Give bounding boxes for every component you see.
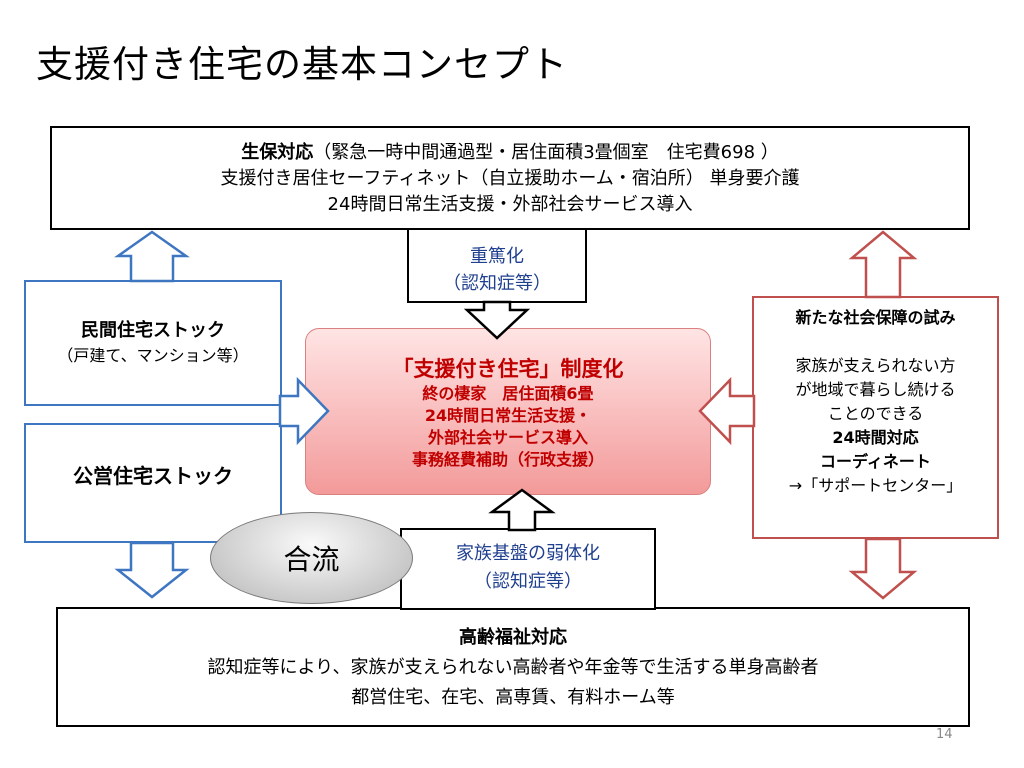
merge-label: 合流 — [283, 543, 340, 576]
top-box-line-1-rest: （緊急一時中間通過型・居住面積3畳個室 住宅費698 ） — [313, 142, 779, 163]
blue-up-arrow — [114, 230, 190, 283]
central-line-3: 外部社会サービス導入 — [427, 428, 588, 447]
red-down-arrow — [848, 537, 918, 600]
right-box-spacer — [754, 330, 997, 354]
aggravation-sub: （認知症等） — [443, 273, 551, 294]
supported-housing-system-box: 「支援付き住宅」制度化 終の棲家 居住面積6畳 24時間日常生活支援・ 外部社会… — [305, 328, 711, 495]
black-up-arrow — [488, 488, 556, 532]
private-housing-sub: （戸建て、マンション等） — [57, 346, 249, 365]
family-weakening-box: 家族基盤の弱体化 （認知症等） — [400, 528, 656, 610]
blue-right-arrow — [278, 376, 330, 446]
top-box-line-1: 生保対応（緊急一時中間通過型・居住面積3畳個室 住宅費698 ） — [52, 140, 968, 166]
central-line-1: 終の棲家 居住面積6畳 — [422, 384, 594, 403]
slide-title: 支援付き住宅の基本コンセプト — [36, 43, 568, 86]
red-up-arrow — [848, 230, 918, 299]
right-box-line-5: コーディネート — [820, 452, 931, 471]
bottom-box-title: 高齢福祉対応 — [459, 627, 567, 648]
bottom-box-line-1: 認知症等により、家族が支えられない高齢者や年金等で生活する単身高齢者 — [207, 657, 819, 678]
red-left-arrow — [698, 376, 756, 446]
right-box-line-2: が地域で暮らし続ける — [795, 380, 956, 399]
family-weakening-label: 家族基盤の弱体化 — [456, 543, 600, 564]
merge-ellipse: 合流 — [210, 512, 413, 604]
blue-down-arrow — [114, 541, 190, 599]
right-box-line-4: 24時間対応 — [832, 428, 919, 447]
public-housing-stock-box: 公営住宅ストック — [24, 423, 282, 543]
family-weakening-sub: （認知症等） — [474, 571, 582, 592]
welfare-response-box: 生保対応（緊急一時中間通過型・居住面積3畳個室 住宅費698 ） 支援付き居住セ… — [50, 126, 970, 230]
aggravation-label: 重篤化 — [470, 246, 524, 267]
right-box-line-1: 家族が支えられない方 — [795, 356, 956, 375]
page-number: 14 — [936, 727, 953, 742]
public-housing-title: 公営住宅ストック — [73, 464, 233, 488]
top-box-line-2: 支援付き居住セーフティネット（自立援助ホーム・宿泊所） 単身要介護 — [220, 168, 800, 189]
central-line-2: 24時間日常生活支援・ — [424, 406, 592, 425]
right-box-title: 新たな社会保障の試み — [795, 308, 956, 327]
private-housing-stock-box: 民間住宅ストック （戸建て、マンション等） — [24, 280, 282, 406]
right-box-line-3: ことのできる — [827, 404, 924, 423]
new-social-security-box: 新たな社会保障の試み 家族が支えられない方 が地域で暮らし続ける ことのできる … — [752, 296, 999, 539]
aggravation-box: 重篤化 （認知症等） — [407, 228, 587, 303]
top-box-line-3: 24時間日常生活支援・外部社会サービス導入 — [327, 194, 693, 215]
bottom-box-line-2: 都営住宅、在宅、高専賃、有料ホーム等 — [351, 687, 675, 708]
top-box-heading: 生保対応 — [241, 142, 314, 163]
right-box-line-6: →「サポートセンター」 — [788, 476, 963, 495]
central-title: 「支援付き住宅」制度化 — [392, 357, 624, 381]
black-down-arrow — [463, 300, 531, 340]
private-housing-title: 民間住宅ストック — [81, 320, 225, 341]
central-line-4: 事務経費補助（行政支援） — [411, 450, 604, 469]
elderly-welfare-box: 高齢福祉対応 認知症等により、家族が支えられない高齢者や年金等で生活する単身高齢… — [56, 607, 970, 727]
